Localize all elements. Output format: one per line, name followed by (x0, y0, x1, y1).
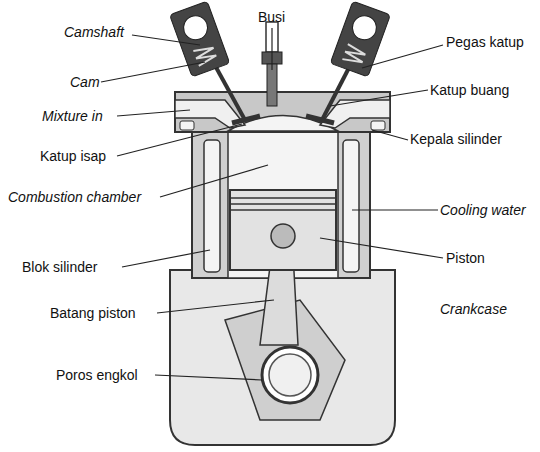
water-jacket (343, 140, 359, 272)
head-passage (371, 121, 385, 130)
leader-line (330, 90, 428, 106)
piston-ring (230, 203, 336, 205)
part-label: Crankcase (440, 301, 507, 317)
leader-lines (101, 28, 443, 380)
part-label: Blok silinder (22, 259, 97, 275)
exhaust-valve-head (306, 116, 334, 123)
cylinder-block (192, 128, 370, 278)
water-jacket (204, 140, 220, 272)
part-label: Katup isap (40, 148, 106, 164)
part-label: Combustion chamber (8, 189, 141, 205)
leader-line (362, 45, 443, 68)
leader-line (372, 130, 408, 140)
camshaft-symbol (180, 12, 211, 43)
part-label: Poros engkol (56, 367, 138, 383)
leader-line (320, 238, 443, 258)
piston-ring (230, 197, 336, 199)
leader-line (160, 165, 268, 197)
leader-line (271, 28, 272, 70)
part-label: Kepala silinder (410, 131, 502, 147)
part-label: Mixture in (42, 108, 103, 124)
intake-valve-head (232, 116, 260, 123)
part-label: Piston (446, 250, 485, 266)
part-label: Katup buang (430, 82, 509, 98)
part-label: Cam (70, 74, 100, 90)
cam-housing-box (330, 1, 390, 77)
leader-line (117, 124, 242, 156)
piston-pin (271, 224, 295, 248)
valve-spring (193, 44, 217, 66)
cam-housing (330, 1, 390, 77)
valve-spring (342, 44, 366, 66)
cylinder-bore (228, 130, 338, 278)
spark-plug-thread (267, 64, 277, 106)
part-label: Pegas katup (446, 34, 524, 50)
part-label: Batang piston (50, 305, 136, 321)
leader-line (132, 35, 200, 45)
piston-ring (230, 209, 336, 211)
leader-line (101, 62, 205, 82)
camshaft-symbol (349, 12, 380, 43)
cam-housing-box (170, 1, 230, 77)
crank-journal (262, 347, 318, 403)
part-label: Cooling water (440, 202, 526, 218)
cam-housing (170, 1, 230, 77)
intake-valve-stem (212, 60, 245, 120)
leader-line (155, 375, 262, 380)
cylinder-head (175, 92, 390, 132)
crank-journal-inner (269, 354, 311, 396)
leader-line (352, 209, 438, 210)
part-label: Busi (258, 9, 285, 25)
piston (230, 190, 336, 270)
leader-line (122, 250, 210, 267)
leader-line (117, 110, 190, 116)
part-label: Camshaft (64, 24, 124, 40)
head-passage (180, 121, 194, 130)
leader-line (157, 300, 274, 313)
